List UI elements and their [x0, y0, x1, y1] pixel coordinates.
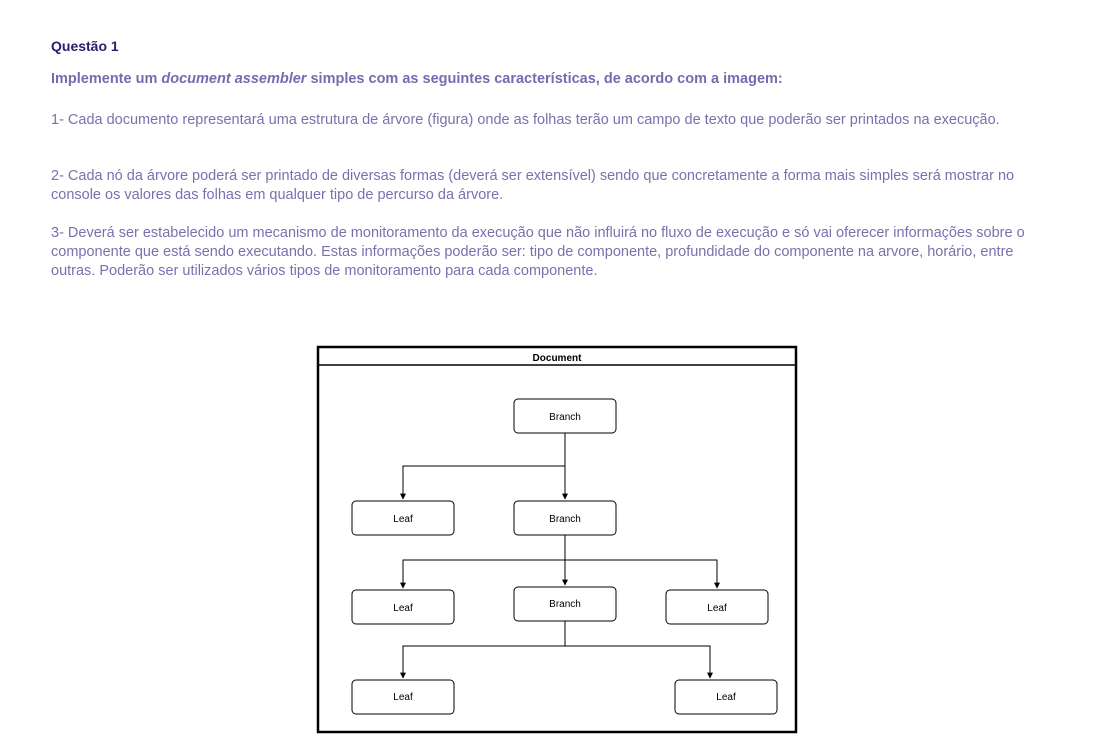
node-label: Branch: [549, 599, 581, 610]
node-leaf-5: Leaf: [674, 679, 778, 715]
edge-branch3-leaf4: [400, 621, 566, 679]
subtitle-emphasis: document assembler: [161, 71, 307, 87]
requirement-2: 2- Cada nó da árvore poderá ser printado…: [51, 168, 1015, 203]
node-label: Branch: [549, 412, 581, 423]
question-title: Questão 1: [51, 38, 119, 54]
node-label: Leaf: [707, 603, 727, 614]
node-leaf-4: Leaf: [351, 679, 455, 715]
edge-root-leaf1: [400, 433, 566, 500]
node-leaf-2: Leaf: [351, 589, 455, 625]
node-label: Leaf: [393, 692, 413, 703]
node-leaf-1: Leaf: [351, 500, 455, 536]
node-branch-2: Branch: [513, 500, 617, 536]
node-label: Leaf: [393, 514, 413, 525]
node-branch-root: Branch: [513, 398, 617, 434]
connectors: [400, 433, 720, 679]
node-label: Leaf: [716, 692, 736, 703]
edge-branch2-leaf3: [565, 559, 720, 589]
edge-branch3-leaf5: [565, 645, 713, 679]
node-label: Leaf: [393, 603, 413, 614]
requirement-3: 3- Deverá ser estabelecido um mecanismo …: [51, 225, 1025, 279]
requirement-1: 1- Cada documento representará uma estru…: [51, 112, 1000, 128]
container-label: Document: [533, 353, 583, 364]
node-leaf-3: Leaf: [665, 589, 769, 625]
node-branch-3: Branch: [513, 586, 617, 622]
node-label: Branch: [549, 514, 581, 525]
edge-branch2-leaf2: [400, 535, 566, 589]
question-subtitle: Implemente um document assembler simples…: [51, 71, 783, 87]
